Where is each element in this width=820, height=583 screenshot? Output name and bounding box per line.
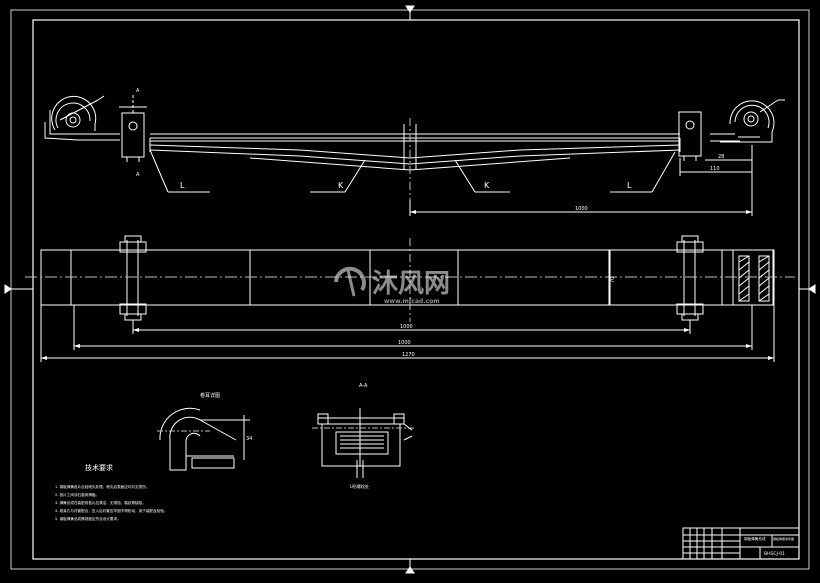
title-block bbox=[682, 527, 800, 560]
title-block-part: 钢板弹簧零件图 bbox=[773, 536, 794, 541]
view-label-l-right: L bbox=[627, 181, 632, 190]
view-label-k-right: K bbox=[484, 181, 490, 190]
plan-dim-overall: 1270 bbox=[402, 352, 415, 358]
plan-dim-mid: 1000 bbox=[400, 324, 413, 330]
section-aa-title: A-A bbox=[359, 383, 368, 389]
note-item-3: 3. 弹簧总成在装配前各片应清洁，无锈蚀、裂纹等缺陷。 bbox=[55, 500, 146, 505]
plan-ubolt-right bbox=[676, 235, 704, 321]
spring-leaves bbox=[78, 133, 740, 171]
detail-labels: 卷耳详图 34 A-A U形螺栓处 bbox=[200, 383, 369, 489]
note-item-2: 2. 各片之间涂石墨润滑脂。 bbox=[55, 492, 99, 497]
note-item-1: 1. 钢板弹簧各片应经喷丸处理，喷丸后表面应均匀无损伤。 bbox=[55, 484, 149, 489]
sheet-frame bbox=[4, 5, 816, 574]
section-aa-note: U形螺栓处 bbox=[350, 483, 369, 489]
section-mark-top: A bbox=[136, 88, 140, 94]
dim-right-offset: 28 bbox=[718, 154, 724, 160]
watermark-url: www.mfcad.com bbox=[384, 298, 440, 305]
plan-ubolt-left bbox=[119, 235, 147, 321]
plan-dimensions bbox=[40, 250, 775, 362]
eye-detail-dim: 34 bbox=[246, 436, 252, 442]
dimension-arrows bbox=[41, 210, 774, 360]
elevation-labels: A A L K K L 1000 28 110 bbox=[136, 88, 724, 212]
spring-elevation-view bbox=[44, 95, 785, 216]
title-block-number: BHSCJ-01 bbox=[764, 551, 785, 557]
watermark: 沐风网 www.mfcad.com bbox=[334, 266, 450, 305]
center-bolt bbox=[403, 118, 417, 212]
notes-heading: 技术要求 bbox=[85, 463, 113, 472]
dim-span: 1000 bbox=[575, 206, 588, 212]
elevation-dimensions bbox=[409, 145, 753, 216]
eye-detail-title: 卷耳详图 bbox=[200, 392, 220, 399]
right-clip bbox=[678, 111, 702, 161]
watermark-brand: 沐风网 bbox=[372, 269, 450, 299]
section-aa-view bbox=[312, 408, 414, 478]
eye-detail-view bbox=[157, 407, 250, 471]
title-block-text: 钢板弹簧总成 钢板弹簧零件图 BHSCJ-01 bbox=[744, 536, 794, 557]
spring-plan-view bbox=[25, 235, 795, 362]
watermark-logo-icon bbox=[334, 266, 366, 297]
view-label-k-left: K bbox=[338, 181, 344, 190]
plan-labels: 1000 1000 1270 70 bbox=[398, 277, 616, 358]
left-clip bbox=[119, 95, 147, 162]
left-spring-eye bbox=[44, 95, 105, 141]
section-mark-bottom: A bbox=[136, 172, 140, 178]
right-spring-eye bbox=[720, 99, 785, 143]
note-item-4: 4. 卷耳孔与衬套配合，压入后衬套应牢固不得松动，用于装配及检验。 bbox=[55, 508, 167, 513]
technical-notes: 技术要求 1. 钢板弹簧各片应经喷丸处理，喷丸后表面应均匀无损伤。 2. 各片之… bbox=[55, 463, 167, 521]
plan-dim-width: 70 bbox=[610, 277, 616, 283]
dim-right-length: 110 bbox=[710, 166, 720, 172]
plan-dim-inner: 1000 bbox=[398, 340, 411, 346]
view-label-l-left: L bbox=[180, 181, 185, 190]
title-block-name: 钢板弹簧总成 bbox=[744, 536, 766, 541]
note-item-5: 5. 钢板弹簧总成静挠度应符合设计要求。 bbox=[55, 516, 121, 521]
view-leaders bbox=[149, 149, 676, 193]
